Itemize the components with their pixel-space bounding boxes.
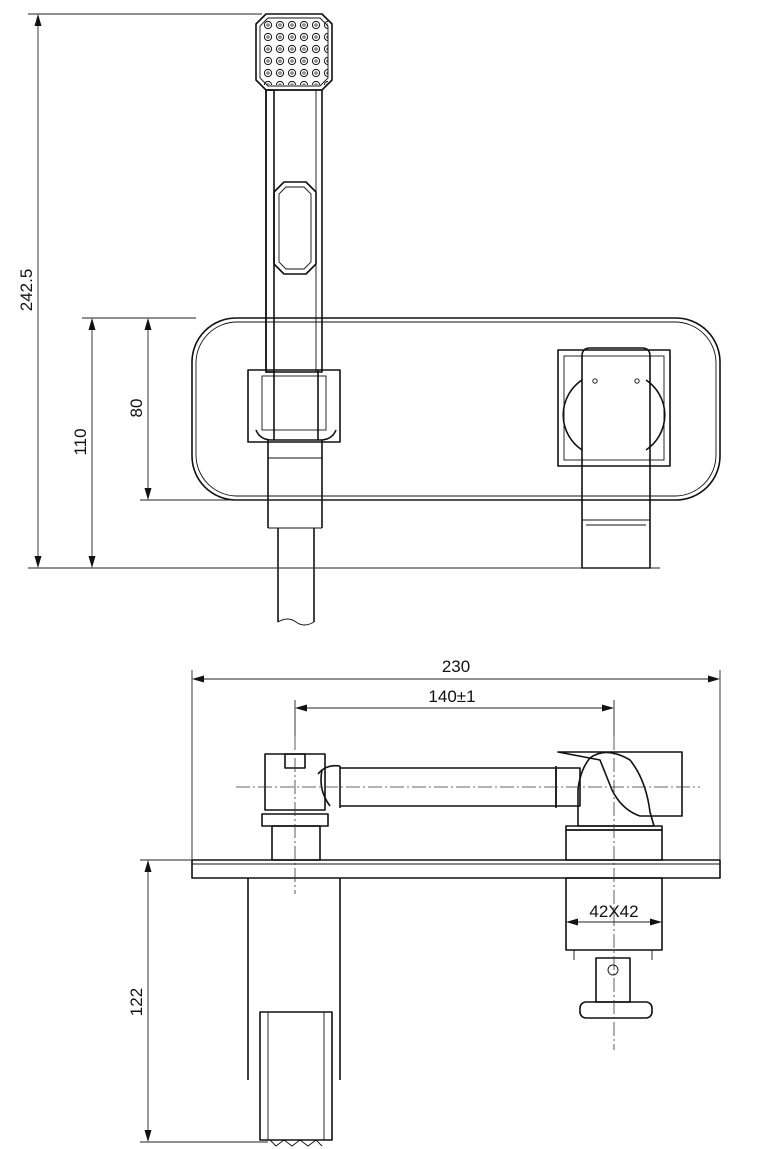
dim-projection: 122 [127,859,268,1143]
wall-box-top [247,878,341,1147]
dim-spacing: 140±1 [294,687,615,736]
shower-handle [265,89,323,373]
shower-holder [247,369,341,529]
dim-overall-height: 242.5 [17,13,660,569]
dim-label-140: 140±1 [428,687,475,706]
shower-holder-top [261,753,341,861]
dim-label-80: 80 [127,399,146,418]
dim-body-section: 42X42 [566,902,662,926]
mixer-lever-front [557,347,671,569]
wall-plate-front [191,317,721,501]
mixer-body-top [555,751,683,1019]
dim-label-42x42: 42X42 [589,902,638,921]
dim-plate-width: 230 [191,657,721,860]
dim-label-242-5: 242.5 [17,269,36,312]
dim-plate-outer: 110 [71,317,196,568]
dim-label-122: 122 [127,988,146,1016]
wall-plate-top [191,859,721,879]
shower-hose [277,528,315,626]
front-view: 242.5 110 80 [17,13,721,626]
shower-head [255,13,333,91]
dim-label-110: 110 [71,428,90,455]
dim-plate-inner: 80 [127,318,560,501]
dim-label-230: 230 [442,657,470,676]
top-view: 230 140±1 42X42 122 [127,657,721,1147]
